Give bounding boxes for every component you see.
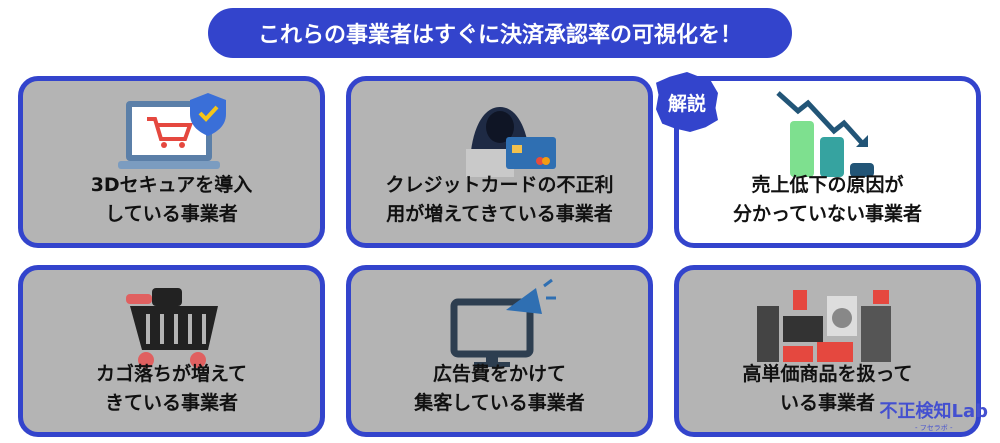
shopping-basket-icon: [125, 288, 218, 368]
declining-bar-chart-icon: [775, 91, 874, 177]
page-title: これらの事業者はすぐに決済承認率の可視化を！: [208, 8, 792, 58]
card-title-line1: 3Dセキュアを導入: [90, 174, 253, 196]
card-title-line1: 高単価商品を扱って: [742, 363, 913, 385]
card-title-line2: きている事業者: [104, 392, 238, 414]
card-high-price-goods: 高単価商品を扱っている事業者: [674, 265, 981, 437]
card-3d-secure: 3Dセキュアを導入している事業者: [18, 76, 325, 248]
hacker-credit-card-icon: [465, 107, 556, 177]
appliances-icon: [756, 290, 891, 362]
card-title-line2: 分かっていない事業者: [732, 203, 923, 225]
card-sales-decline: 売上低下の原因が分かっていない事業者: [674, 76, 981, 248]
laptop-cart-shield-icon: [117, 93, 226, 169]
card-title-line1: クレジットカードの不正利: [385, 174, 614, 196]
card-title-line2: 用が増えてきている事業者: [386, 203, 613, 225]
card-title-line1: 売上低下の原因が: [751, 174, 904, 196]
card-title-line2: している事業者: [105, 203, 238, 225]
card-credit-fraud: クレジットカードの不正利用が増えてきている事業者: [346, 76, 653, 248]
card-title-line2: いる事業者: [779, 392, 875, 414]
watermark-logo: 不正検知Lab - フセラボ -: [879, 397, 988, 433]
card-title-line1: 広告費をかけて: [432, 363, 566, 385]
watermark-subtitle: - フセラボ -: [914, 424, 953, 432]
card-title-line2: 集客している事業者: [414, 392, 585, 414]
card-cart-abandon: カゴ落ちが増えてきている事業者: [18, 265, 325, 437]
card-advertising: 広告費をかけて集客している事業者: [346, 265, 653, 437]
explanation-badge: 解説: [656, 72, 718, 132]
watermark-title: 不正検知Lab: [879, 401, 988, 422]
card-title-line1: カゴ落ちが増えて: [95, 363, 248, 385]
monitor-megaphone-icon: [450, 278, 556, 367]
